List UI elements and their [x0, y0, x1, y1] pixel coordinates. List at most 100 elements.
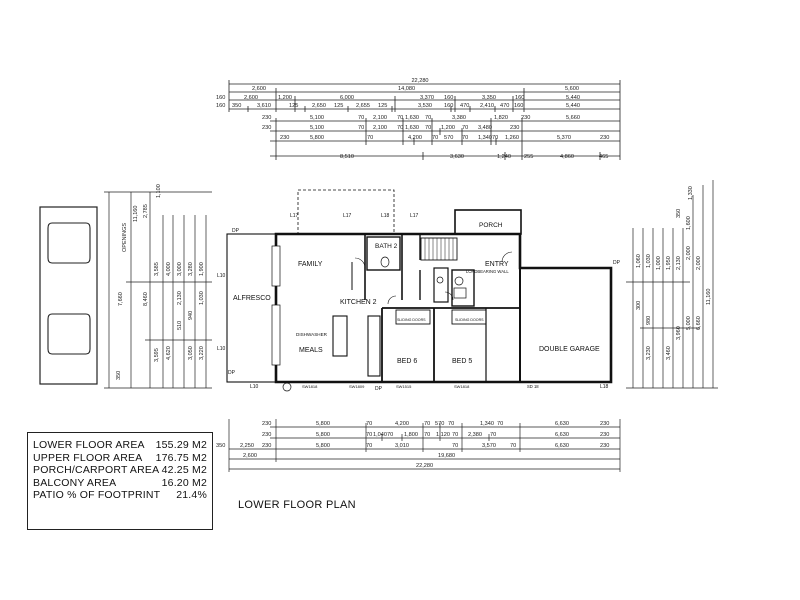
dim-text: 230: [600, 135, 609, 141]
dim-text: 2,410: [480, 103, 494, 109]
dim-text: 3,570: [482, 443, 496, 449]
dim-text: 470: [500, 103, 509, 109]
dim-text: 2,600: [252, 86, 266, 92]
dim-text: 230: [600, 421, 609, 427]
area-value: 21.4%: [176, 489, 207, 502]
dim-text: 1,200: [278, 95, 292, 101]
dim-text: 5,800: [316, 443, 330, 449]
fixtures: [282, 256, 467, 392]
dim-text: 3,530: [418, 103, 432, 109]
top-dimension-lines: [228, 80, 621, 160]
dim-text: 5,800: [316, 421, 330, 427]
area-value: 16.20 M2: [161, 476, 207, 489]
room-label-kitchen: KITCHEN 2: [340, 299, 377, 306]
dim-text: 2,250: [240, 443, 254, 449]
dim-text: 350: [232, 103, 241, 109]
dim-text: 160: [444, 95, 453, 101]
lintel-label: L17: [343, 213, 352, 219]
dim-text: 1,200: [441, 125, 455, 131]
dim-text: 70: [366, 421, 372, 427]
dim-text: 6,630: [555, 432, 569, 438]
area-value: 42.25 M2: [161, 464, 207, 477]
dim-text: 1,800: [404, 432, 418, 438]
sliding-door-label: SLIDING DOORS: [397, 318, 426, 322]
sliding-door-label: SLIDING DOORS: [455, 318, 484, 322]
room-label-porch: PORCH: [479, 222, 503, 229]
dim-text: 230: [280, 135, 289, 141]
window-code: SW1515: [396, 384, 412, 389]
dim-text: 5,800: [316, 432, 330, 438]
area-schedule-table: LOWER FLOOR AREA 155.29 M2 UPPER FLOOR A…: [27, 432, 213, 530]
kitchen-bench: [367, 315, 381, 377]
dim-text: 3,050: [188, 346, 194, 360]
dim-text: 1,040: [373, 432, 387, 438]
area-row: PORCH/CARPORT AREA 42.25 M2: [33, 464, 207, 477]
dim-text: 2,130: [177, 291, 183, 305]
dim-text: 350: [676, 209, 682, 218]
dim-text: 1,600: [686, 216, 692, 230]
dim-text: 70: [492, 135, 498, 141]
area-label: UPPER FLOOR AREA: [33, 451, 143, 464]
window: [271, 304, 281, 366]
plan-title: LOWER FLOOR PLAN: [238, 499, 356, 511]
dim-text: 6,660: [696, 316, 702, 330]
dim-text: 5,440: [566, 95, 580, 101]
dim-text: 1,630: [405, 125, 419, 131]
dim-text: 160: [515, 95, 524, 101]
dim-text: 230: [600, 443, 609, 449]
dim-text: 350: [216, 443, 225, 449]
dim-text: 6,630: [555, 421, 569, 427]
dim-text: 230: [262, 125, 271, 131]
dim-text: 70: [366, 443, 372, 449]
dim-text: 3,610: [257, 103, 271, 109]
dim-text: 2,100: [373, 115, 387, 121]
dim-text: 4,000: [166, 262, 172, 276]
dim-text: 70: [425, 115, 431, 121]
dim-text: 3,220: [199, 346, 205, 360]
dim-text: 230: [510, 125, 519, 131]
window-code: SW1818: [454, 384, 470, 389]
dim-text: 160: [216, 95, 225, 101]
area-row: PATIO % OF FOOTPRINT 21.4%: [33, 489, 207, 502]
dim-text: 70: [432, 135, 438, 141]
sink-icon: [453, 287, 467, 299]
right-dimension-text: 11,160 1,330 2,000 6,660 5,000 1,000 1,9…: [636, 186, 712, 360]
tub-icon: [454, 276, 464, 286]
dim-text: 1,260: [505, 135, 519, 141]
dim-text: 3,380: [452, 115, 466, 121]
dim-text: 70: [366, 432, 372, 438]
window-code: SW1818: [302, 384, 318, 389]
dim-text: 70: [425, 125, 431, 131]
sliding-door-code: SD 18: [527, 384, 539, 389]
top-dimension-text: 22,280 2,600 14,080 5,600 160 2,600 1,20…: [216, 78, 609, 160]
dim-text: 470: [460, 103, 469, 109]
window-code: SW1809: [349, 384, 365, 389]
dim-text: 3,350: [482, 95, 496, 101]
rear-wall-windows: [271, 245, 281, 366]
alfresco-outline: [226, 233, 277, 383]
dim-text: 1,120: [436, 432, 450, 438]
carport: [39, 206, 98, 385]
dim-text: 3,960: [676, 326, 682, 340]
lintel-label: L10: [217, 346, 226, 352]
bottom-dimension-text: 230 5,800 70 4,200 70 570 70 1,340 70 6,…: [216, 421, 609, 469]
dim-text: 70: [510, 443, 516, 449]
downpipe-label: DP: [232, 228, 240, 234]
dim-text: 230: [600, 432, 609, 438]
dim-text: 4,860: [560, 154, 574, 160]
area-label: PORCH/CARPORT AREA: [33, 464, 160, 477]
dim-text: 5,660: [566, 115, 580, 121]
room-label-garage: DOUBLE GARAGE: [539, 346, 600, 353]
room-label-bath: BATH 2: [375, 243, 398, 250]
area-value: 176.75 M2: [155, 451, 207, 464]
car-icon: [47, 222, 91, 264]
toilet-icon: [436, 276, 444, 284]
staircase: [420, 237, 458, 261]
room-label-bed6: BED 6: [397, 358, 417, 365]
dim-text: 70: [497, 421, 503, 427]
dim-text: 570: [435, 421, 444, 427]
tap-icon: [282, 382, 292, 392]
area-label: PATIO % OF FOOTPRINT: [33, 489, 161, 502]
dim-text: 70: [424, 421, 430, 427]
